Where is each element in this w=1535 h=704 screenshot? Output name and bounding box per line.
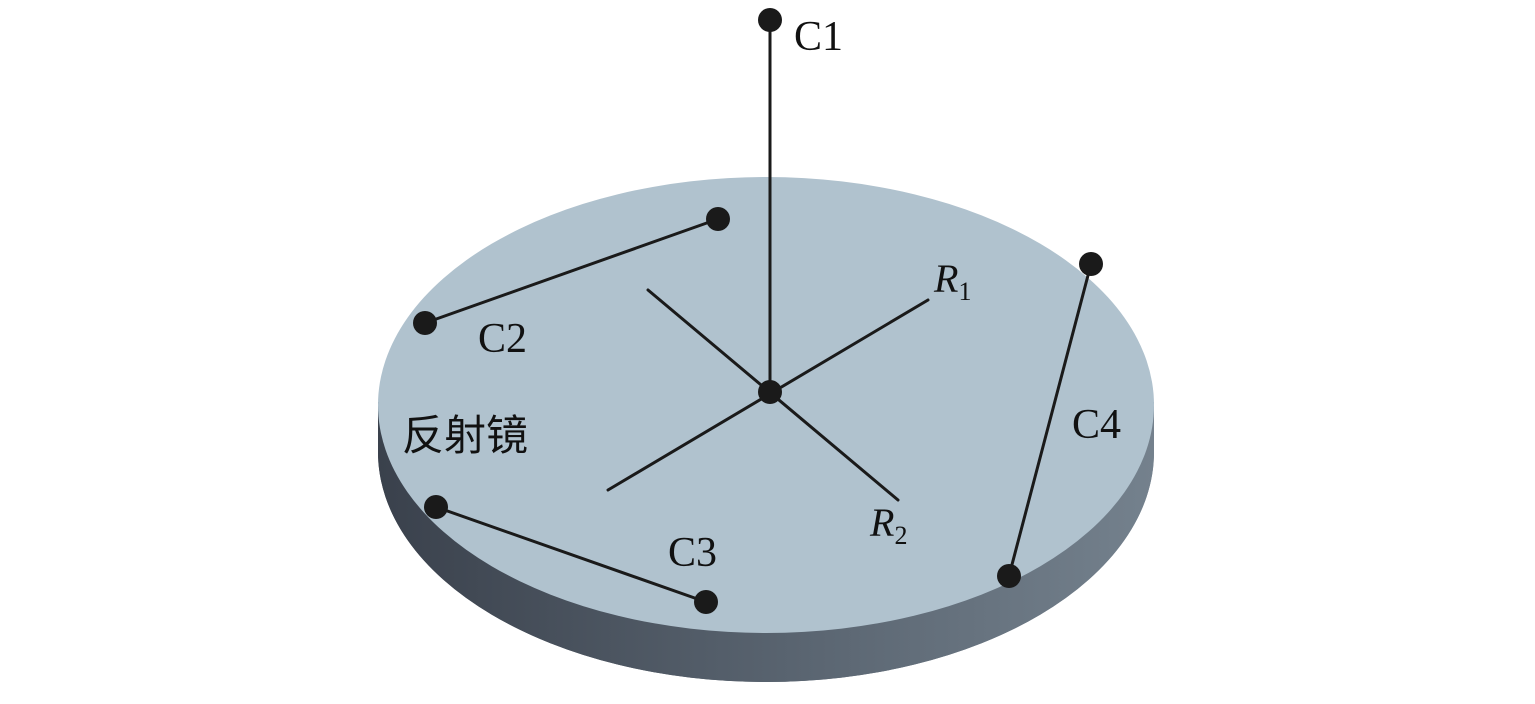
node-c3-end-b (694, 590, 718, 614)
label-r1: R1 (933, 256, 971, 306)
label-r1-subscript: 1 (958, 277, 971, 306)
label-r2-subscript: 2 (894, 521, 907, 550)
node-c3-end-a (424, 495, 448, 519)
label-c3: C3 (668, 530, 717, 576)
label-r2: R2 (869, 500, 907, 550)
node-c2-end-b (706, 207, 730, 231)
label-r1-symbol: R (933, 256, 958, 301)
rod-c3-line (434, 505, 708, 604)
mirror-disc (378, 177, 1154, 682)
mirror-top-surface (378, 177, 1154, 633)
nodes (413, 8, 1103, 614)
node-c4-end-a (1079, 252, 1103, 276)
node-c2-end-a (413, 311, 437, 335)
mirror-label: 反射镜 (402, 411, 528, 460)
label-c2: C2 (478, 316, 527, 362)
node-c1-top (758, 8, 782, 32)
node-center (758, 380, 782, 404)
label-r2-symbol: R (869, 500, 894, 545)
rod-c2-line (423, 217, 720, 325)
label-c4: C4 (1072, 402, 1121, 448)
label-c1: C1 (794, 14, 843, 60)
node-c4-end-b (997, 564, 1021, 588)
rod-c4-line (1007, 262, 1093, 578)
